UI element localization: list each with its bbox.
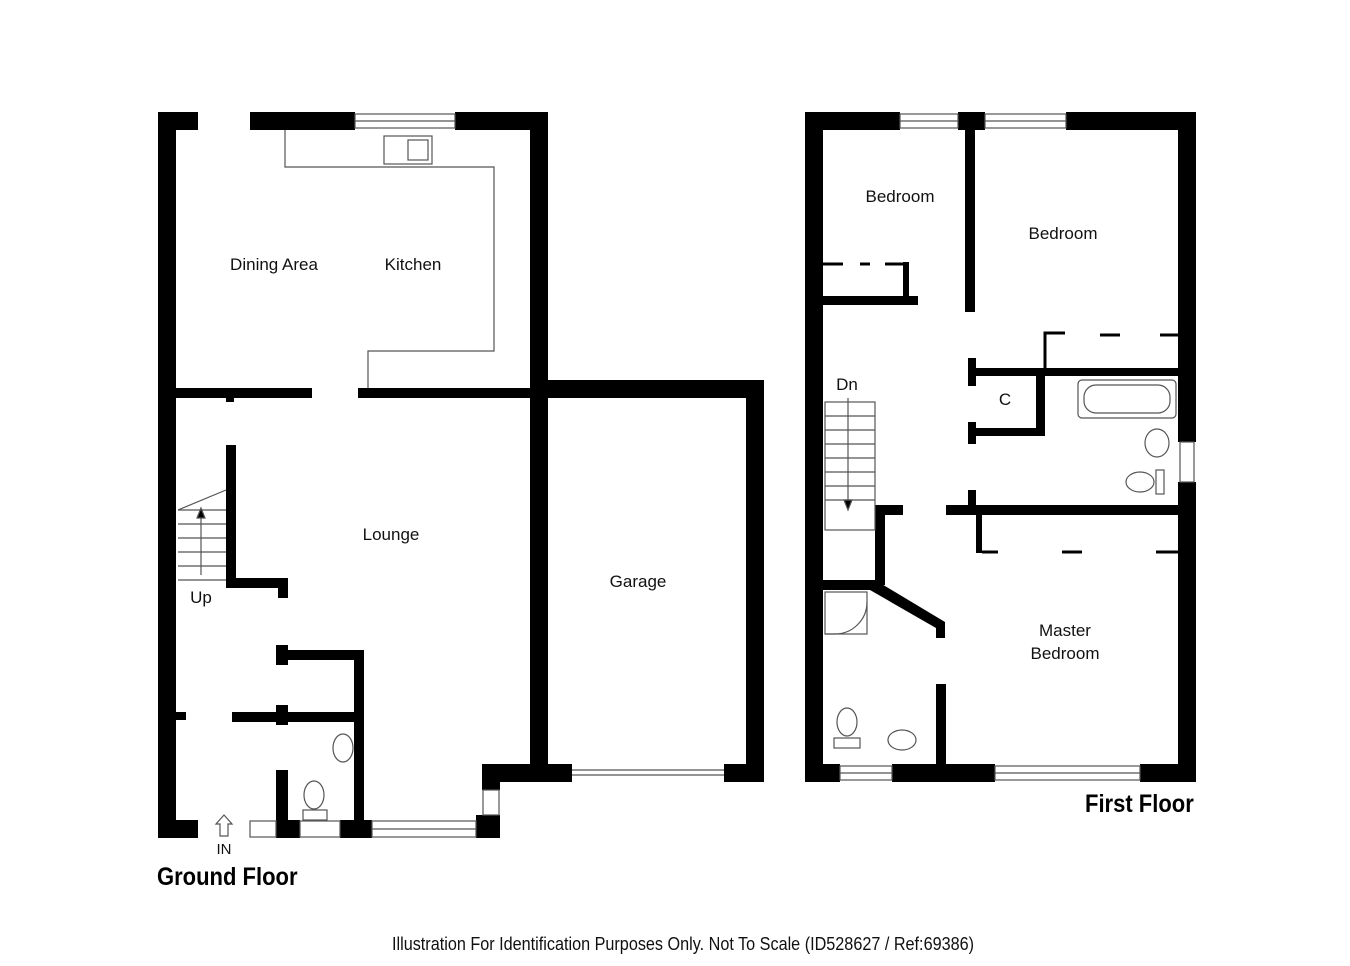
room-label-kitchen: Kitchen [384,255,442,274]
stairs-up-label: Up [190,588,212,607]
room-label-garage: Garage [609,572,667,591]
room-label-lounge: Lounge [362,525,420,544]
stairs-down [824,398,876,531]
ground-floor-fixtures [177,113,724,838]
master-line-1: Master [1039,621,1091,640]
footer-disclaimer: Illustration For Identification Purposes… [392,934,975,954]
ground-floor-title: Ground Floor [157,863,298,891]
stairs-down-label: Dn [836,375,858,394]
room-label-bedroom-1: Bedroom [865,187,935,206]
first-floor-walls [805,112,1196,782]
room-label-bedroom-2: Bedroom [1028,224,1098,243]
entrance-label: IN [216,841,232,858]
ground-floor-walls [158,112,764,838]
room-label-cupboard: C [998,390,1012,409]
stairs-up [178,506,226,581]
master-line-2: Bedroom [1030,644,1100,663]
room-label-dining: Dining Area [230,255,318,274]
first-floor-fixtures [823,113,1195,781]
first-floor-title: First Floor [1085,790,1194,818]
